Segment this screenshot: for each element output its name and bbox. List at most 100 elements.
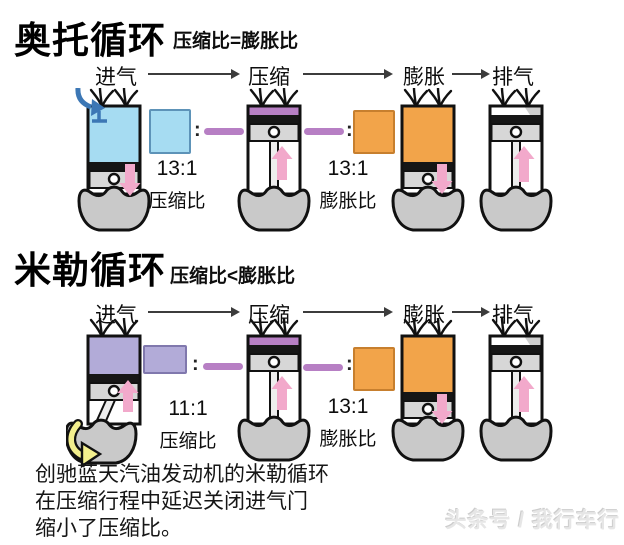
- charge-fill: [403, 107, 453, 162]
- caption-line-2: 在压缩行程中延迟关闭进气门: [35, 490, 308, 513]
- caption-line-1: 创驰蓝天汽油发动机的米勒循环: [35, 463, 329, 486]
- otto-expansion-ratio-label: 膨胀比: [319, 191, 377, 212]
- miller-section-title: 米勒循环: [14, 250, 166, 291]
- miller-intake-volume-square: [143, 345, 187, 374]
- piston-rings: [89, 374, 139, 383]
- miller-ratio-equation: 压缩比<膨胀比: [170, 266, 296, 287]
- valve-lines-icon: [427, 316, 453, 339]
- miller-stage-compression-label: 压缩: [248, 304, 290, 327]
- open-intake-valve-icon: [92, 111, 107, 123]
- valve-lines-icon: [403, 86, 429, 109]
- crankcase: [77, 185, 151, 232]
- compressed-charge-bar: [204, 128, 244, 135]
- ratio-colon: :: [346, 353, 353, 375]
- otto-intake-piston-diagram: [66, 86, 154, 238]
- piston-down-arrow-icon: [431, 164, 453, 194]
- wrist-pin: [421, 402, 435, 416]
- open-exhaust-port: [525, 337, 541, 345]
- miller-exhaust-piston-diagram: [468, 316, 556, 468]
- piston-up-arrow-icon: [271, 376, 293, 410]
- crankcase: [479, 185, 553, 232]
- otto-expansion-volume-square: [353, 110, 395, 154]
- compressed-charge-bar: [203, 363, 243, 370]
- ratio-colon: :: [194, 119, 201, 141]
- ratio-colon: :: [192, 353, 199, 375]
- piston-up-arrow-icon: [117, 380, 139, 412]
- otto-intake-volume-square: [149, 109, 191, 154]
- valve-lines-icon: [249, 316, 275, 339]
- otto-exhaust-piston-diagram: [468, 86, 556, 238]
- valve-lines-icon: [403, 316, 429, 339]
- valve-lines-icon: [249, 86, 275, 109]
- wrist-pin: [509, 125, 523, 139]
- miller-expansion-piston-diagram: [380, 316, 468, 468]
- compressed-charge-bar: [303, 364, 343, 371]
- miller-compression-ratio-label: 压缩比: [159, 431, 217, 452]
- valve-lines-icon: [113, 86, 139, 109]
- watermark-text: 头条号 / 我行车行: [445, 509, 620, 532]
- miller-compression-ratio: 11:1 压缩比: [143, 397, 233, 453]
- piston-up-arrow-icon: [513, 376, 535, 412]
- stage-arrow-icon: [303, 307, 393, 317]
- otto-compression-ratio: 13:1 压缩比: [132, 157, 222, 213]
- intake-flow-arrowhead-icon: [91, 99, 105, 116]
- valve-lines-icon: [491, 86, 517, 109]
- otto-stage-intake-label: 进气: [95, 66, 137, 89]
- otto-compression-ratio-value: 13:1: [156, 157, 198, 180]
- otto-stage-expansion-label: 膨胀: [403, 66, 445, 89]
- valve-lines-icon: [427, 86, 453, 109]
- otto-compression-ratio-label: 压缩比: [148, 191, 206, 212]
- compressed-charge-bar: [304, 128, 344, 135]
- compressed-charge-layer: [249, 107, 299, 116]
- otto-stage-compression-label: 压缩: [248, 66, 290, 89]
- crankcase: [479, 415, 553, 462]
- wrist-pin: [267, 355, 281, 369]
- charge-fill: [89, 337, 139, 374]
- miller-expansion-ratio: 13:1 膨胀比: [303, 395, 393, 451]
- piston-rings: [249, 115, 299, 124]
- otto-expansion-piston-diagram: [380, 86, 468, 238]
- stage-arrow-icon: [452, 69, 490, 79]
- crank-rotation-arrow-icon: [68, 421, 84, 458]
- piston-rings: [491, 345, 541, 354]
- wrist-pin: [509, 355, 523, 369]
- piston-up-arrow-icon: [271, 146, 293, 180]
- valve-lines-icon: [273, 86, 299, 109]
- crankcase: [237, 185, 311, 232]
- miller-expansion-ratio-label: 膨胀比: [319, 429, 377, 450]
- piston-up-arrow-icon: [513, 146, 535, 182]
- piston-rings: [249, 345, 299, 354]
- crankcase: [237, 415, 311, 462]
- charge-fill: [403, 337, 453, 392]
- piston-down-arrow-icon: [431, 394, 453, 424]
- crankcase: [391, 415, 465, 462]
- otto-stage-exhaust-label: 排气: [492, 66, 534, 89]
- crankcase: [391, 185, 465, 232]
- valve-lines-icon: [515, 316, 541, 339]
- miller-compression-piston-diagram: [226, 316, 314, 468]
- miller-expansion-volume-square: [353, 347, 395, 391]
- otto-section-title: 奥托循环: [14, 20, 166, 61]
- piston-rings: [89, 162, 139, 171]
- charge-fill: [89, 107, 139, 162]
- miller-expansion-ratio-value: 13:1: [327, 395, 369, 418]
- intake-flow-arrow-icon: [75, 87, 92, 110]
- valve-lines-icon: [89, 316, 115, 339]
- piston-rings: [403, 392, 453, 401]
- piston-rings: [491, 115, 541, 124]
- miller-stage-intake-label: 进气: [95, 304, 137, 327]
- valve-lines-icon: [273, 316, 299, 339]
- valve-lines-icon: [113, 316, 139, 339]
- open-exhaust-port: [525, 107, 541, 115]
- wrist-pin: [107, 384, 121, 398]
- otto-expansion-ratio: 13:1 膨胀比: [303, 157, 393, 213]
- stage-arrow-icon: [452, 307, 490, 317]
- piston-rings: [403, 162, 453, 171]
- compressed-charge-layer: [249, 337, 299, 346]
- stage-arrow-icon: [303, 69, 393, 79]
- otto-compression-piston-diagram: [226, 86, 314, 238]
- valve-lines-icon: [515, 86, 541, 109]
- miller-intake-piston-diagram: [64, 316, 154, 469]
- ratio-colon: :: [346, 119, 353, 141]
